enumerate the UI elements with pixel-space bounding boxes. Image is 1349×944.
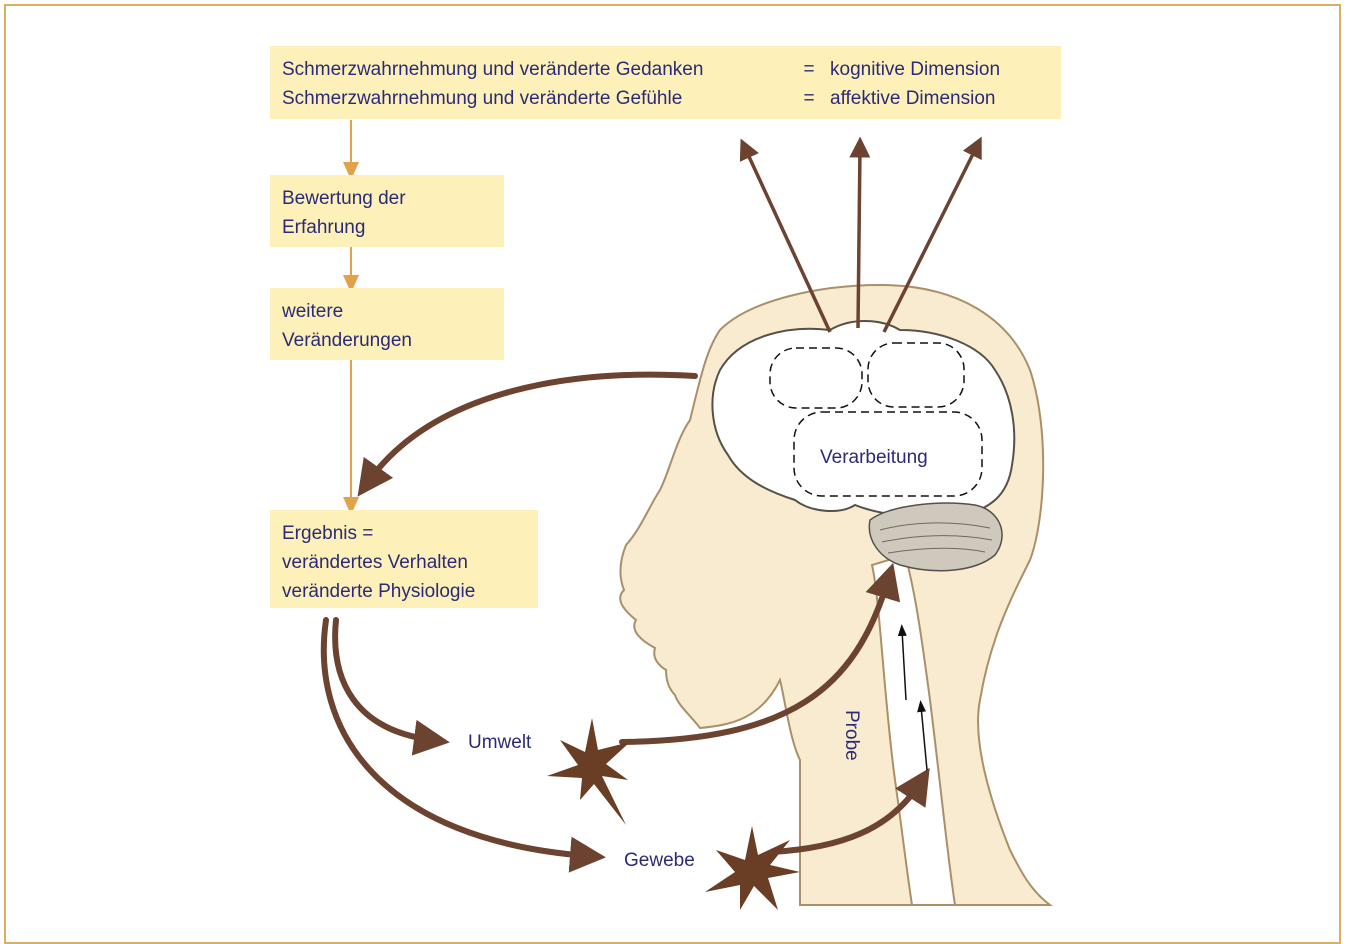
affective-dimension-cause: Schmerzwahrnehmung und veränderte Gefühl… xyxy=(282,84,788,113)
equals-sign: = xyxy=(788,55,830,84)
result-line-3: veränderte Physiologie xyxy=(282,577,526,606)
evaluation-line-1: Bewertung der xyxy=(282,184,492,213)
result-box: Ergebnis = verändertes Verhalten verände… xyxy=(270,510,538,608)
environment-label: Umwelt xyxy=(468,732,531,754)
environment-pain-star xyxy=(547,718,630,825)
result-line-1: Ergebnis = xyxy=(282,519,526,548)
cognitive-dimension-cause: Schmerzwahrnehmung und veränderte Gedank… xyxy=(282,55,788,84)
evaluation-line-2: Erfahrung xyxy=(282,213,492,242)
further-changes-box: weitere Veränderungen xyxy=(270,288,504,360)
processing-label: Verarbeitung xyxy=(820,447,928,469)
cognitive-dimension-label: kognitive Dimension xyxy=(830,55,1000,84)
further-changes-line-2: Veränderungen xyxy=(282,326,492,355)
tissue-label: Gewebe xyxy=(624,850,695,872)
result-line-2: verändertes Verhalten xyxy=(282,548,526,577)
probe-label: Probe xyxy=(840,710,862,761)
cerebellum xyxy=(869,503,1002,571)
affective-dimension-label: affektive Dimension xyxy=(830,84,995,113)
dimensions-box: Schmerzwahrnehmung und veränderte Gedank… xyxy=(270,46,1061,119)
further-changes-line-1: weitere xyxy=(282,297,492,326)
tissue-pain-star xyxy=(705,826,800,910)
equals-sign: = xyxy=(788,84,830,113)
evaluation-box: Bewertung der Erfahrung xyxy=(270,175,504,247)
